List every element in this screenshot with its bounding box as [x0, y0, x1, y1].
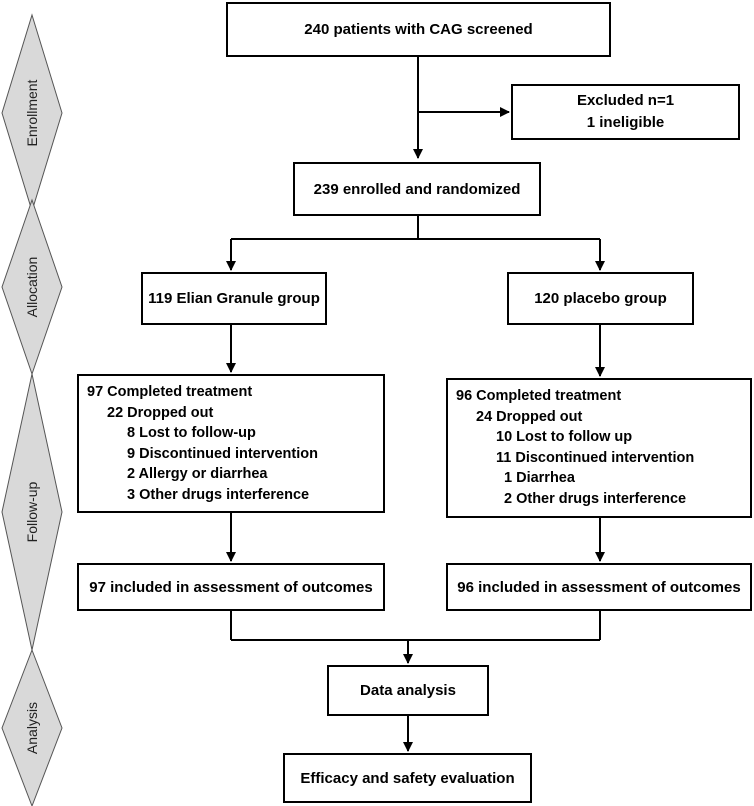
- left-completed: 97 Completed treatment: [87, 384, 253, 400]
- left-assessment-box: 97 included in assessment of outcomes: [77, 563, 385, 611]
- left-followup-box: 97 Completed treatment 22 Dropped out 8 …: [77, 374, 385, 513]
- excluded-reason: 1 ineligible: [586, 114, 665, 131]
- left-dropped: 22 Dropped out: [107, 404, 214, 421]
- excluded-count: Excluded n=1: [576, 92, 675, 109]
- screened-box: 240 patients with CAG screened: [226, 2, 611, 57]
- right-completed: 96 Completed treatment: [456, 388, 622, 404]
- right-discontinued: 11 Discontinued intervention: [496, 449, 695, 466]
- left-lost: 8 Lost to follow-up: [127, 425, 256, 441]
- randomized-box: 239 enrolled and randomized: [293, 162, 541, 216]
- stage-label-analysis: Analysis: [24, 701, 40, 755]
- right-dropped: 24 Dropped out: [476, 408, 583, 425]
- stage-label-enrollment: Enrollment: [24, 79, 40, 147]
- right-assessment-box: 96 included in assessment of outcomes: [446, 563, 752, 611]
- stage-label-followup: Follow-up: [24, 481, 40, 543]
- right-lost: 10 Lost to follow up: [496, 429, 633, 445]
- right-group-box: 120 placebo group: [507, 272, 694, 325]
- evaluation-box: Efficacy and safety evaluation: [283, 753, 532, 803]
- left-other-drugs: 3 Other drugs interference: [127, 486, 310, 503]
- left-group-box: 119 Elian Granule group: [141, 272, 327, 325]
- right-followup-box: 96 Completed treatment 24 Dropped out 10…: [446, 378, 752, 518]
- stage-label-allocation: Allocation: [24, 256, 40, 318]
- excluded-box: Excluded n=1 1 ineligible: [511, 84, 740, 140]
- data-analysis-box: Data analysis: [327, 665, 489, 716]
- stage-diamond-analysis: [1, 648, 63, 806]
- right-other-drugs: 2 Other drugs interference: [504, 490, 687, 507]
- left-discontinued: 9 Discontinued intervention: [127, 445, 318, 462]
- right-diarrhea: 1 Diarrhea: [504, 470, 575, 486]
- left-allergy: 2 Allergy or diarrhea: [127, 466, 268, 482]
